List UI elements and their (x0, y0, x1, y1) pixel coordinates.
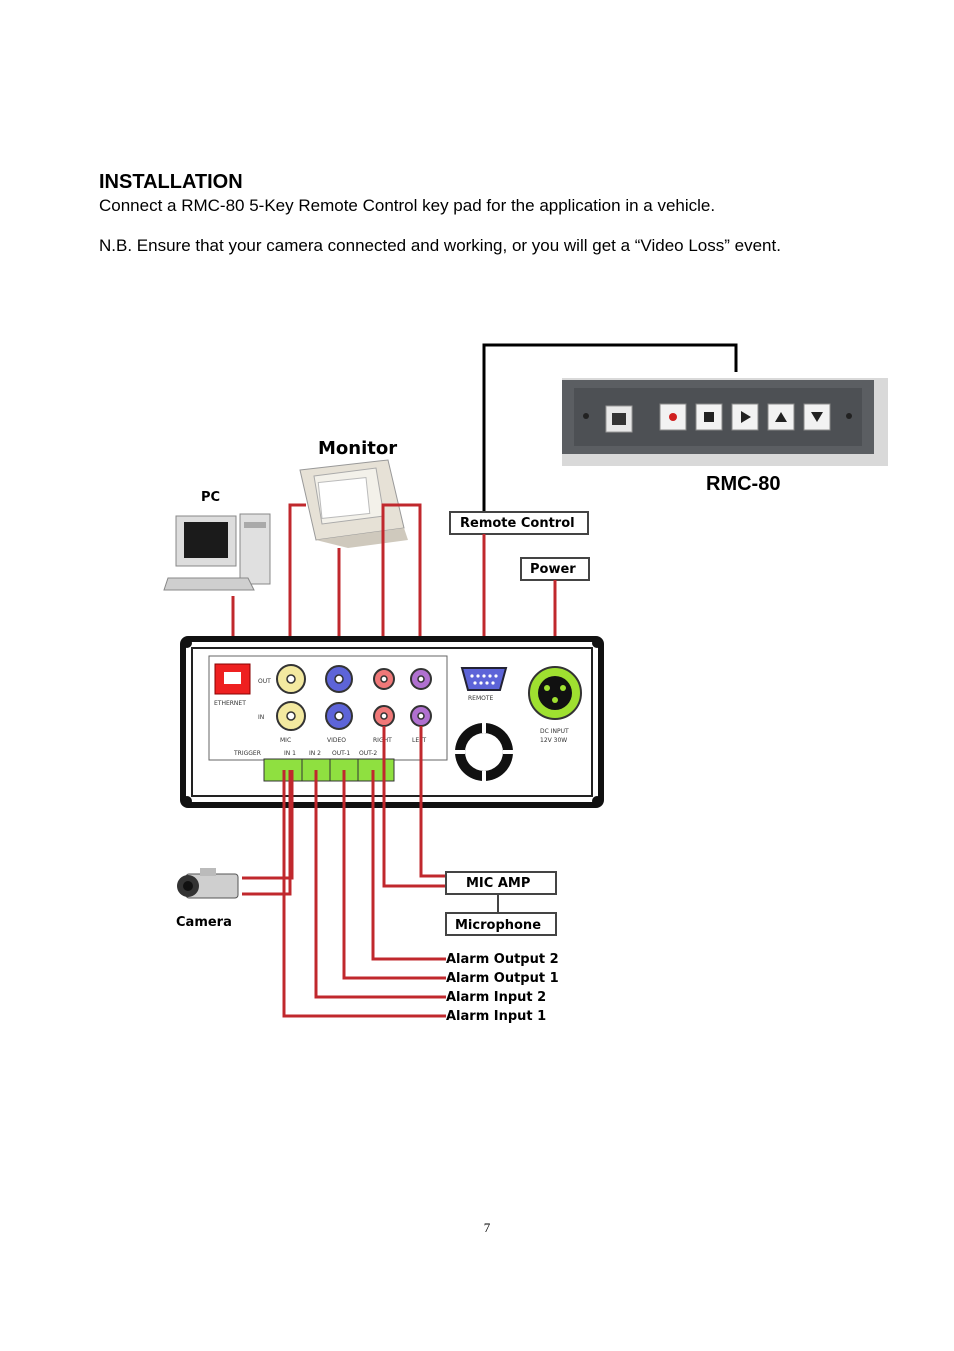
microphone-label: Microphone (455, 918, 541, 933)
camera-label: Camera (176, 915, 232, 930)
keypad-buttons (659, 403, 831, 431)
dc-input-label: DC INPUT (540, 728, 569, 735)
in2-label: IN 2 (309, 750, 321, 757)
alarm-input-2-label: Alarm Input 2 (446, 990, 546, 1005)
power-label: Power (530, 562, 576, 577)
ethernet-port-label: ETHERNET (214, 700, 246, 707)
dvr-rear-panel: ETHERNET OUT IN MIC VIDEO RIGHT LEFT REM… (180, 636, 604, 808)
trigger-label: TRIGGER (233, 750, 261, 757)
pc-label: PC (201, 490, 220, 505)
record-icon (669, 413, 677, 421)
remote-control-label: Remote Control (460, 516, 575, 531)
remote-cable (482, 343, 738, 512)
pc-icon (163, 513, 271, 591)
alarm-output-2-label: Alarm Output 2 (446, 952, 559, 967)
remote-control-box (449, 511, 589, 535)
mic-amp-box (445, 871, 557, 895)
page-number: 7 (483, 1220, 491, 1235)
stop-icon (704, 412, 714, 422)
left-jack-label: LEFT (412, 737, 426, 744)
out1-label: OUT-1 (332, 750, 350, 757)
dc-volts-label: 12V 30W (540, 737, 567, 744)
bottom-wires (242, 726, 446, 1018)
rmc80-keypad (562, 378, 888, 466)
remote-port-label: REMOTE (468, 695, 494, 702)
mic-amp-label: MIC AMP (466, 876, 530, 891)
camera-icon (177, 868, 239, 899)
microphone-box (445, 912, 557, 936)
alarm-output-1-label: Alarm Output 1 (446, 971, 559, 986)
in1-label: IN 1 (284, 750, 296, 757)
keypad-label: RMC-80 (706, 473, 780, 495)
note-paragraph: N.B. Ensure that your camera connected a… (99, 236, 781, 255)
mic-jack-label: MIC (280, 737, 291, 744)
monitor-icon (299, 459, 408, 548)
down-icon (811, 412, 823, 422)
out2-label: OUT-2 (359, 750, 377, 757)
out-row-label: OUT (258, 678, 271, 685)
in-row-label: IN (258, 714, 264, 721)
play-icon (741, 411, 751, 423)
monitor-label: Monitor (318, 438, 397, 459)
alarm-input-1-label: Alarm Input 1 (446, 1009, 546, 1024)
trigger-terminal-block (263, 758, 395, 782)
video-jack-label: VIDEO (327, 737, 346, 744)
intro-paragraph: Connect a RMC-80 5-Key Remote Control ke… (99, 196, 716, 215)
up-icon (775, 412, 787, 422)
remote-db9-port-icon (460, 667, 508, 691)
page-heading: INSTALLATION (99, 171, 243, 193)
